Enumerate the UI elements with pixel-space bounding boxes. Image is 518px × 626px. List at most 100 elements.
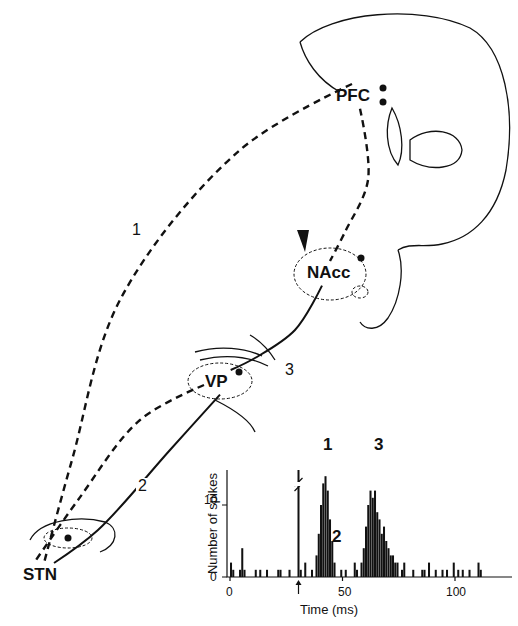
- histogram-bar: [435, 570, 437, 577]
- striatum-outline: [410, 131, 462, 167]
- histogram-bar: [446, 570, 448, 577]
- histogram-bar: [367, 505, 369, 577]
- coronal-outline: [300, 14, 510, 250]
- peak-number: 1: [323, 436, 332, 453]
- axis-title: Number of spikes: [206, 473, 219, 574]
- histogram-bar: [421, 570, 423, 577]
- neuron-dot: [236, 369, 243, 376]
- histogram-bar: [232, 570, 234, 577]
- histogram-bar: [345, 570, 347, 577]
- histogram-bar: [480, 570, 482, 577]
- histogram-bar: [259, 570, 261, 577]
- histogram-bar: [374, 491, 376, 577]
- histogram-bar: [304, 563, 306, 577]
- region-name: STN: [23, 565, 57, 584]
- dashed-projection: [34, 385, 204, 563]
- vp-outline: [188, 363, 252, 399]
- peak-number: 2: [332, 528, 341, 545]
- dashed-projection: [330, 109, 369, 261]
- histogram-bar: [365, 527, 367, 577]
- axis-title: Time (ms): [300, 603, 358, 616]
- histogram-bar: [325, 476, 327, 577]
- histogram-bar: [255, 570, 257, 577]
- tick-label: 50: [338, 586, 351, 598]
- neuron-dot: [380, 85, 387, 92]
- axis: [227, 470, 512, 577]
- tick-label: 10: [204, 494, 217, 506]
- stn-region-outline: [30, 519, 115, 552]
- peak-number: 3: [374, 436, 383, 453]
- pathway-number: 1: [130, 222, 143, 238]
- tract-line: [195, 348, 262, 356]
- histogram-bar: [363, 548, 365, 577]
- histogram-bar: [354, 563, 356, 577]
- axis-break: [295, 478, 303, 491]
- region-name: NAcc: [307, 263, 350, 282]
- histogram-bar: [334, 563, 336, 577]
- histogram-bar: [372, 498, 374, 577]
- midline: [300, 42, 340, 92]
- histogram-bar: [383, 527, 385, 577]
- brain-region-label: STN: [20, 563, 60, 588]
- tick-label: 100: [446, 586, 466, 598]
- solid-projection: [54, 395, 220, 563]
- pathway-number: 2: [136, 478, 149, 494]
- histogram-bar: [457, 570, 459, 577]
- histogram-bar: [239, 570, 241, 577]
- axis-tick: [222, 505, 455, 581]
- neuron-dot: [358, 255, 365, 262]
- histogram-bar: [392, 555, 394, 577]
- histogram-bar: [370, 491, 372, 577]
- dashed-projection: [44, 84, 352, 563]
- histogram-bar: [230, 563, 232, 577]
- histogram-bar: [266, 570, 268, 577]
- ventricle: [387, 108, 401, 165]
- histogram-bar: [394, 563, 396, 577]
- pathway-number: 3: [283, 362, 296, 378]
- histogram-bar: [300, 570, 302, 577]
- axis-break: [294, 482, 304, 486]
- histogram-bar: [376, 512, 378, 577]
- histogram-bar: [329, 519, 331, 577]
- histogram-bar: [277, 570, 279, 577]
- histogram-bar: [318, 534, 320, 577]
- histogram-bar: [340, 570, 342, 577]
- histogram-bar: [280, 570, 282, 577]
- histogram-bar: [412, 570, 414, 577]
- histogram-bar: [385, 541, 387, 577]
- histogram-bar: [331, 541, 333, 577]
- solid-projection: [231, 286, 322, 370]
- nacc-outline: [294, 248, 366, 300]
- neuron-dot: [65, 535, 72, 542]
- histogram-bar: [241, 548, 243, 577]
- histogram-bar: [356, 570, 358, 577]
- histogram-bar: [388, 548, 390, 577]
- histogram-bar: [379, 519, 381, 577]
- histogram-bar: [311, 570, 313, 577]
- brain-region-label: VP: [202, 370, 231, 395]
- histogram-bar: [424, 570, 426, 577]
- region-outline: [44, 248, 368, 548]
- histogram-bar: [322, 483, 324, 577]
- histogram-bar: [428, 563, 430, 577]
- neuron-dot: [380, 99, 387, 106]
- ventral-outline: [360, 250, 401, 328]
- stimulating-electrode: [297, 230, 309, 252]
- nacc-inner: [352, 286, 368, 298]
- tract-line: [200, 357, 268, 366]
- histogram-bar: [289, 570, 291, 577]
- tick-label: 0: [210, 571, 217, 583]
- region-name: PFC: [336, 86, 370, 105]
- histogram-bar: [327, 491, 329, 577]
- histogram-bar: [453, 563, 455, 577]
- brain-outline: [30, 14, 510, 552]
- region-name: VP: [205, 372, 228, 391]
- histogram-bar: [320, 505, 322, 577]
- histogram-bar: [244, 570, 246, 577]
- histogram-bar: [462, 570, 464, 577]
- histogram-bar: [397, 563, 399, 577]
- histogram-bar: [401, 570, 403, 577]
